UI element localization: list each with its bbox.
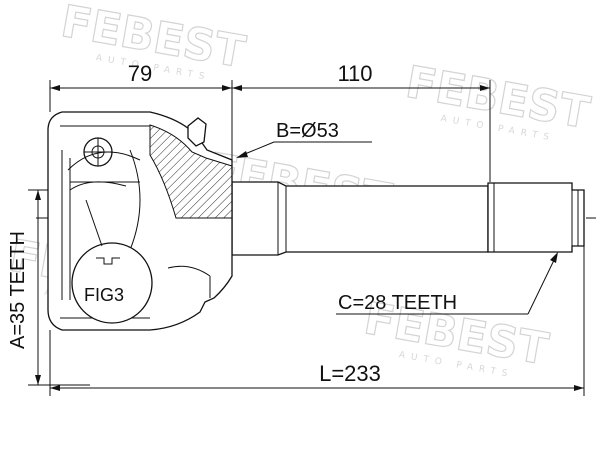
- housing-hatch: [149, 124, 233, 219]
- dimension-79: 79: [49, 61, 233, 160]
- leader-b-diameter: B=Ø53: [236, 120, 372, 158]
- dimension-length-l: L=233: [49, 210, 585, 396]
- boot-clamp: [187, 117, 207, 147]
- teeth-a-label: A=35 TEETH: [7, 231, 29, 349]
- fig3-label: FIG3: [84, 285, 124, 305]
- diameter-b-label: B=Ø53: [276, 120, 339, 142]
- dim-79-label: 79: [128, 61, 152, 86]
- spline-end: [487, 182, 585, 253]
- shaft: [231, 181, 489, 256]
- teeth-c-label: C=28 TEETH: [338, 292, 457, 314]
- dimension-110: 110: [232, 61, 491, 182]
- length-l-label: L=233: [319, 361, 381, 386]
- leader-c-teeth: C=28 TEETH: [336, 252, 558, 315]
- fig3-detail: FIG3: [71, 199, 153, 324]
- inner-cage: [61, 137, 141, 300]
- dim-110-label: 110: [337, 61, 372, 86]
